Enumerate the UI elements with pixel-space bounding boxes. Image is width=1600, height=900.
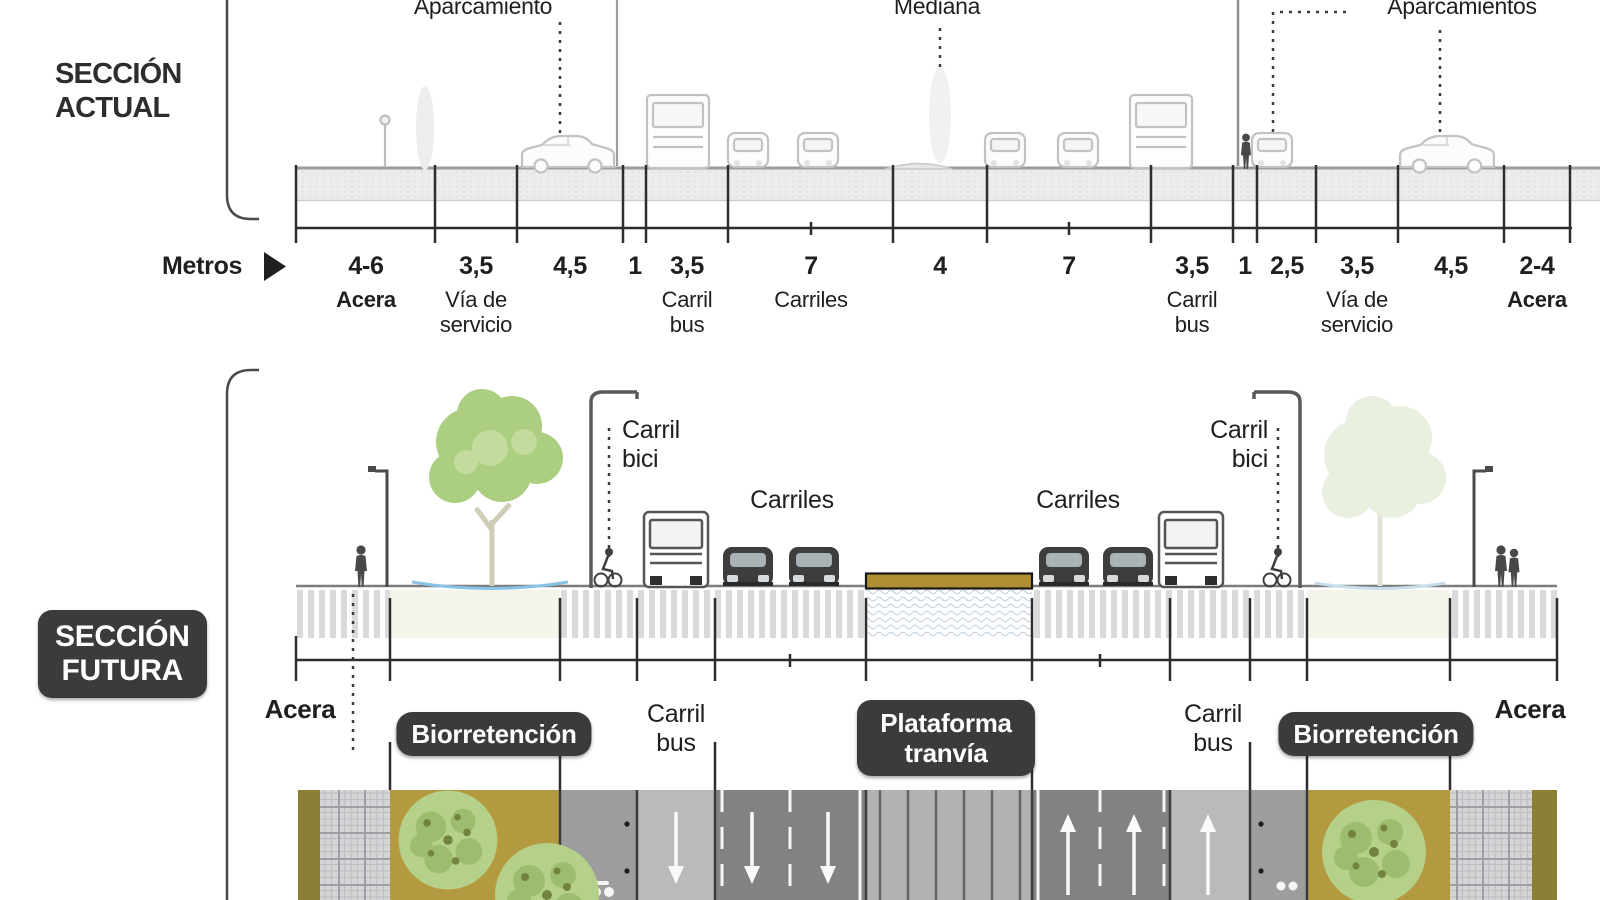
streetlamp: [366, 464, 389, 589]
bioretention-soil: [390, 590, 560, 638]
future-leader-lines: [351, 428, 1280, 756]
metros-value: 4,5: [1434, 252, 1468, 280]
bus-sketch: [645, 93, 711, 170]
metros-value: 7: [1062, 252, 1076, 280]
bioretention-soil: [1307, 590, 1450, 638]
callout-bike-lane-left: Carril bici: [622, 416, 680, 473]
tree-right-faint: [1322, 396, 1446, 586]
metros-value: 3,5: [670, 252, 704, 280]
current-section-bracket: [225, 0, 259, 221]
parked-car-sketch: [1398, 134, 1496, 174]
tram-platform-bar: [864, 572, 1034, 590]
streetlamp: [1472, 464, 1495, 589]
plan-olive-edge: [298, 790, 320, 900]
pedestrian: [355, 545, 367, 587]
metros-value: 1: [628, 252, 642, 280]
tree-left: [429, 389, 563, 586]
car: [723, 547, 773, 586]
car-sketch: [983, 131, 1027, 169]
current-section-title: SECCIÓN ACTUAL: [55, 58, 182, 124]
current-section-drawing: [225, 0, 1600, 281]
badge-plataforma-tranvia: Plataforma tranvía: [857, 700, 1035, 776]
water-line: [411, 580, 569, 590]
plan-olive-edge: [1532, 790, 1557, 900]
badge-bioretention-left: Biorretención: [396, 712, 592, 756]
bus-sketch: [1128, 93, 1194, 170]
metros-sublabel-via-servicio: Vía de servicio: [439, 287, 513, 337]
metros-value: 3,5: [1340, 252, 1374, 280]
metros-value: 4-6: [348, 252, 384, 280]
future-section-drawing: [225, 368, 1559, 900]
pedestrian-sketch: [1240, 133, 1252, 169]
faint-tree: [416, 86, 434, 170]
metros-sublabel-acera: Acera: [336, 287, 396, 312]
median-hump: [884, 162, 953, 170]
metros-value: 2-4: [1519, 252, 1555, 280]
metros-value: 2,5: [1270, 252, 1304, 280]
metros-value: 7: [804, 252, 818, 280]
label-acera-left: Acera: [264, 694, 336, 724]
bus: [1157, 510, 1225, 589]
plan-bike-lane: [1250, 790, 1307, 900]
car: [1039, 547, 1089, 586]
label-carril-bus-left: Carril bus: [647, 700, 705, 757]
cyclist: [1262, 546, 1292, 588]
plan-road-markings: [720, 790, 1166, 900]
bus: [642, 510, 710, 589]
metros-value: 3,5: [1175, 252, 1209, 280]
metros-sublabel-carril-bus: Carril bus: [661, 287, 713, 337]
bike-lane-studs: [624, 821, 1264, 874]
tram-platform-stripes: [878, 790, 1022, 900]
metros-sublabel-acera: Acera: [1507, 287, 1567, 312]
parked-car-sketch: [1250, 131, 1294, 169]
faint-tree: [929, 67, 951, 163]
current-measure-ticks: [294, 165, 1572, 243]
metros-value: 4: [933, 252, 947, 280]
pedestrian-pair: [1495, 545, 1520, 587]
future-section-bracket: [225, 368, 259, 900]
callout-median: Mediana: [893, 0, 981, 19]
plan-arrows-up: [1060, 814, 1216, 895]
car-sketch: [796, 131, 840, 169]
plan-tree: [1322, 800, 1426, 900]
cyclist: [593, 546, 623, 588]
callout-bike-lane-right: Carril bici: [1210, 416, 1268, 473]
metros-arrow-icon: [264, 252, 286, 281]
label-carril-bus-right: Carril bus: [1184, 700, 1242, 757]
callout-lanes-right: Carriles: [1036, 486, 1120, 514]
future-measure-ticks: [294, 598, 1559, 681]
metros-value: 1: [1238, 252, 1252, 280]
plan-view: [298, 790, 1557, 900]
plan-tree: [398, 790, 498, 890]
plan-bus-lane: [1170, 790, 1250, 900]
plan-tram-platform: [866, 790, 1032, 900]
plan-sidewalk-paving: [1450, 790, 1532, 900]
badge-bioretention-right: Biorretención: [1278, 712, 1474, 756]
callout-lanes-left: Carriles: [750, 486, 834, 514]
plan-sidewalk-paving: [320, 790, 390, 900]
metros-sublabel-via-servicio: Vía de servicio: [1320, 287, 1394, 337]
current-road-surface: [296, 168, 1600, 201]
label-acera-right: Acera: [1494, 694, 1566, 724]
metros-value: 4,5: [553, 252, 587, 280]
streetlight-sketch: [379, 114, 391, 167]
metros-label: Metros: [162, 252, 243, 280]
callout-parking-left: Aparcamiento: [413, 0, 553, 19]
car: [789, 547, 839, 586]
parked-car-sketch: [520, 134, 616, 174]
water-line-faint: [1314, 581, 1446, 590]
plan-arrows-down: [668, 812, 836, 884]
car-sketch: [726, 131, 770, 169]
metros-sublabel-carriles: Carriles: [774, 287, 848, 312]
car-sketch: [1056, 131, 1100, 169]
car: [1103, 547, 1153, 586]
callout-parking-right: Aparcamientos: [1387, 0, 1537, 19]
plan-pedestrians-icon: [1276, 881, 1298, 891]
future-section-title-badge: SECCIÓN FUTURA: [38, 610, 207, 698]
metros-value: 3,5: [459, 252, 493, 280]
metros-sublabel-carril-bus: Carril bus: [1166, 287, 1218, 337]
